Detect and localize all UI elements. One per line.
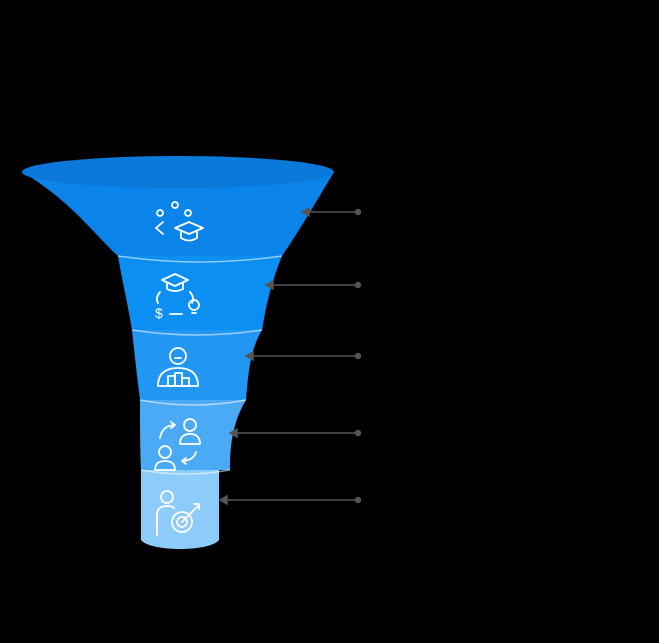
stage-label-5: Expertentipps [385,490,496,510]
made-with-text: Made with [539,618,593,631]
funnel-top-label: Interesse an Bürojobs [90,107,266,127]
funnel-top-rim [22,156,334,188]
funnel-stage-5 [141,470,219,549]
trends-icon [154,418,201,471]
napkin-logo-icon: ⚡ [596,619,605,631]
education-icon [155,201,204,242]
stage-label-3: Arbeitgeberfreundlichkeit [385,346,585,366]
made-with-napkin-footer: Made with ⚡ Napkin [539,618,645,632]
funnel-stage-2 [118,256,282,330]
stage-label-1: Weiterbildungsmöglichkeiten [385,202,614,222]
funding-icon: $ [155,273,200,321]
brand-text: Napkin [608,618,645,631]
expert-target-icon [156,490,200,536]
employer-icon [157,347,199,387]
funnel-bottom-label: Erfolgreicher Quereinstieg [75,573,285,593]
stage-label-2: Förderprogramme [385,275,531,295]
funnel-stage-1 [22,172,334,256]
diagram-title: Erfolgreicher Quereinstieg in Bürojobs [108,14,551,41]
svg-text:$: $ [155,305,163,321]
stage-label-4: Aktuelle Trends [385,420,510,440]
funnel-stage-3 [132,330,262,400]
